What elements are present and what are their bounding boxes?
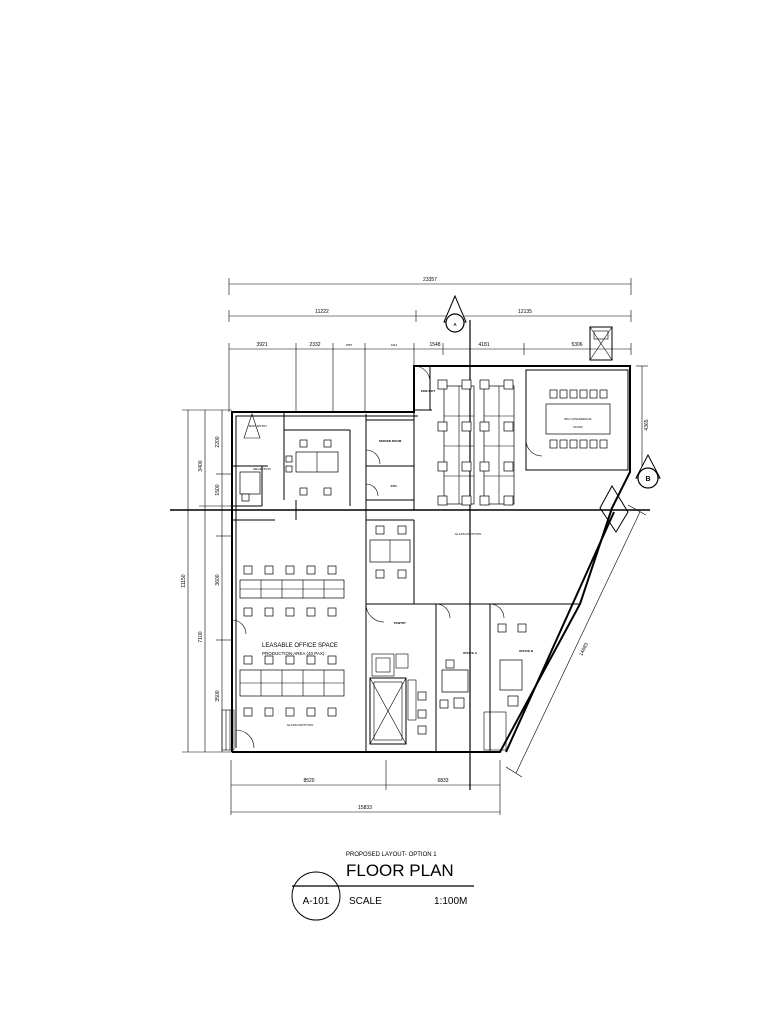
dim-seg-2: 2332 [309, 342, 320, 348]
left-dimensions: 11150 3400 7100 2200 1500 3600 3500 [181, 409, 232, 753]
middle-workstations [369, 525, 411, 579]
section-a-label: A [453, 322, 457, 327]
room-reception: RECEPTION [253, 467, 271, 471]
dim-seg-5: 1548 [429, 342, 440, 348]
room-fire-exit: FIRE EXIT [421, 389, 436, 393]
room-office-a: OFFICE A [463, 651, 478, 655]
room-main-entry: MAIN ENTRY [249, 424, 267, 428]
dim-bottom-6833: 6833 [437, 778, 448, 784]
dim-right-4365: 4365 [644, 419, 650, 430]
room-big-conference-2: ROOM [573, 425, 583, 429]
dim-seg-4: 3112 [391, 343, 398, 347]
dim-left-11150: 11150 [181, 574, 187, 587]
room-pantry: PANTRY [394, 621, 406, 625]
room-big-conference: BIG CONFERENCE [564, 417, 591, 421]
dim-left-1500: 1500 [215, 484, 221, 495]
room-storage: STO. [391, 484, 398, 488]
dim-left-3400: 3400 [198, 460, 204, 471]
right-dimension: 4365 [636, 365, 650, 470]
section-lines [170, 320, 650, 790]
reception-workstations [285, 439, 339, 496]
dim-left-span: 11222 [315, 309, 329, 315]
section-marker-a: A [443, 294, 467, 333]
note-lower: GLASS PARTITION [287, 723, 314, 727]
section-marker-b: B [635, 453, 661, 489]
top-workstations: GLASS PARTITION [437, 379, 515, 536]
dim-left-3500: 3500 [215, 690, 221, 701]
dim-bottom-total: 15833 [358, 805, 372, 811]
dim-diagonal: 14683 [578, 642, 590, 657]
room-production-area: PRODUCTION AREA (40 PAX) [262, 651, 325, 656]
dim-right-span: 12135 [518, 309, 532, 315]
dim-left-2200: 2200 [215, 436, 221, 447]
diagonal-dimension: 14683 [505, 504, 647, 778]
room-server-room: SERVER ROOM [379, 439, 402, 443]
dim-bottom-8520: 8520 [303, 778, 314, 784]
dim-seg-7: 5306 [571, 342, 582, 348]
room-leasable: LEASABLE OFFICE SPACE [262, 643, 338, 649]
office-a: OFFICE A [439, 651, 478, 709]
title-subtitle: PROPOSED LAYOUT- OPTION 1 [346, 852, 437, 858]
main-entry-area: MAIN ENTRY RECEPTION [239, 413, 271, 502]
office-b: OFFICE B [483, 623, 534, 751]
bottom-dimensions: 8520 6833 15833 [230, 760, 501, 815]
room-office-b: OFFICE B [519, 649, 534, 653]
leasable-workstations: LEASABLE OFFICE SPACE PRODUCTION AREA (4… [221, 565, 345, 751]
interior-walls [232, 366, 629, 752]
section-b-label: B [645, 476, 650, 483]
dim-left-3600: 3600 [215, 574, 221, 585]
pantry: PANTRY [369, 621, 427, 745]
title-block: PROPOSED LAYOUT- OPTION 1 FLOOR PLAN A-1… [291, 852, 474, 921]
outer-walls [231, 326, 631, 753]
title-scale-label: SCALE [349, 896, 382, 907]
dim-seg-6: 4181 [478, 342, 489, 348]
title-scale-value: 1:100M [434, 896, 467, 907]
dim-seg-1: 3921 [256, 342, 267, 348]
title-sheet-number: A-101 [303, 896, 330, 907]
conference-room: BIG CONFERENCE ROOM [545, 389, 611, 449]
dim-seg-3: 1857 [346, 343, 353, 347]
note-upper: GLASS PARTITION [455, 532, 482, 536]
dim-left-7100: 7100 [198, 631, 204, 642]
door-swings [231, 365, 543, 749]
title-main: FLOOR PLAN [346, 861, 454, 880]
dim-overall-width: 23357 [423, 277, 437, 283]
